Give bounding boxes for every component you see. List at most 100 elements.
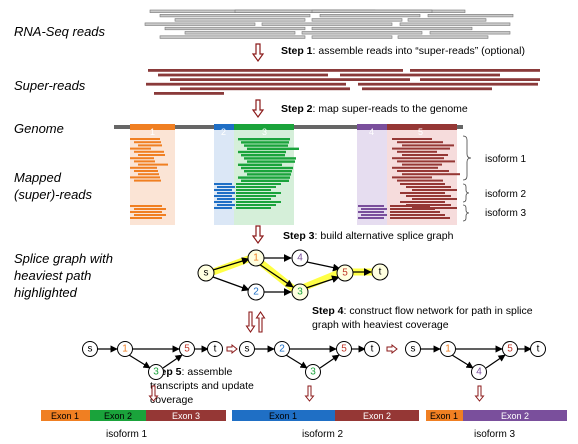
rna-read — [399, 22, 511, 26]
node-4: 4 — [297, 253, 303, 264]
node-1: 1 — [253, 253, 259, 264]
rna-read — [301, 31, 423, 35]
mapped-read — [392, 157, 444, 160]
splice-graph: s 1 2 4 3 5 t — [197, 249, 389, 301]
mapped-read — [390, 214, 445, 216]
isoform-braces — [462, 135, 472, 222]
label-genome: Genome — [14, 121, 64, 136]
mapped-read — [238, 138, 290, 141]
mapped-read — [390, 211, 440, 213]
net1-node-5: 5 — [184, 344, 190, 355]
mapped-read — [134, 170, 158, 172]
down-arrow-2 — [251, 99, 265, 119]
mapped-read — [236, 192, 281, 194]
mapped-read — [214, 189, 232, 191]
transcript-isoform-3: Exon 1 Exon 2 isoform 3 — [426, 410, 567, 440]
net1-node-s: s — [88, 344, 93, 355]
mapped-read — [236, 207, 271, 209]
mapped-read — [400, 183, 445, 185]
rna-read — [397, 35, 489, 39]
mapped-read — [217, 198, 235, 200]
rna-read — [144, 22, 256, 26]
flow-network-1: s 1 3 5 t — [82, 341, 223, 380]
mapped-read — [390, 208, 435, 210]
rna-read — [429, 31, 511, 35]
t2-exon-1: Exon 1 — [269, 411, 297, 421]
mapped-read — [238, 150, 286, 154]
rna-read — [164, 26, 306, 31]
super-read — [148, 69, 403, 72]
super-read — [154, 92, 224, 95]
net2-node-5: 5 — [341, 344, 347, 355]
t2-exon-2: Exon 2 — [363, 411, 391, 421]
mapped-read — [138, 173, 159, 176]
mapped-read — [400, 192, 445, 194]
mapped-read — [241, 141, 289, 144]
mapped-read — [397, 160, 455, 163]
mapped-read — [238, 176, 290, 179]
step-2: Step 2: map super-reads to the genome — [281, 103, 468, 115]
mapped-read — [247, 173, 291, 176]
mapped-read — [217, 186, 235, 188]
rna-seq-reads — [144, 9, 514, 39]
rna-read — [311, 9, 433, 13]
mapped-read — [247, 160, 295, 163]
flow-network-2: s 2 3 5 t — [239, 341, 380, 380]
mapped-read — [236, 189, 271, 191]
mapped-read — [361, 208, 387, 210]
mapped-read — [402, 163, 442, 166]
mapped-read — [130, 176, 160, 179]
mapped-read — [130, 166, 157, 169]
t1-name: isoform 1 — [106, 429, 148, 440]
flow-network-3: s 1 4 5 t — [405, 341, 546, 380]
t1-exon-1: Exon 1 — [51, 411, 79, 421]
mapped-read — [392, 166, 438, 169]
mapped-read — [238, 163, 282, 166]
super-read — [340, 73, 500, 77]
mapped-read — [130, 211, 162, 213]
net3-node-t: t — [537, 344, 540, 355]
mapped-read — [214, 195, 232, 197]
rna-read — [311, 35, 393, 39]
label-rna-seq-reads: RNA-Seq reads — [14, 24, 106, 39]
mapped-read — [134, 160, 155, 163]
net3-node-1: 1 — [445, 344, 451, 355]
super-read — [358, 82, 538, 86]
rna-read — [159, 35, 306, 39]
mapped-reads — [130, 138, 460, 219]
mapped-read — [390, 217, 450, 219]
mapped-read — [392, 147, 450, 150]
mapped-read — [236, 204, 276, 206]
label-mapped-2: (super)-reads — [14, 187, 93, 202]
right-arrow-1 — [226, 343, 238, 355]
mapped-read — [358, 211, 384, 213]
mapped-read — [358, 205, 384, 207]
rna-read — [311, 18, 403, 22]
mapped-read — [130, 217, 162, 219]
mapped-read — [138, 163, 168, 166]
mapped-read — [236, 195, 276, 197]
double-arrow — [245, 311, 266, 333]
net3-node-5: 5 — [507, 344, 513, 355]
mapped-read — [390, 205, 430, 207]
genome-exon-4: 4 — [369, 127, 374, 137]
node-t: t — [379, 267, 382, 278]
transcript-isoform-1: Exon 1 Exon 2 Exon 3 isoform 1 — [41, 410, 226, 440]
mapped-read — [138, 144, 162, 147]
mapped-read — [130, 138, 160, 140]
rna-read — [319, 14, 421, 18]
mapped-read — [214, 207, 232, 209]
super-read — [180, 87, 350, 91]
step-4-line2: graph with heaviest coverage — [312, 319, 449, 331]
mapped-read — [244, 170, 292, 173]
mapped-read — [361, 214, 387, 216]
net2-node-3: 3 — [310, 367, 316, 378]
t3-exon-2: Exon 2 — [501, 411, 529, 421]
mapped-read — [244, 144, 288, 147]
right-arrow-2 — [386, 343, 398, 355]
mapped-read — [236, 198, 271, 200]
node-s: s — [204, 268, 209, 279]
mapped-read — [406, 186, 451, 188]
step-5-line2: transcripts and update — [150, 380, 254, 392]
